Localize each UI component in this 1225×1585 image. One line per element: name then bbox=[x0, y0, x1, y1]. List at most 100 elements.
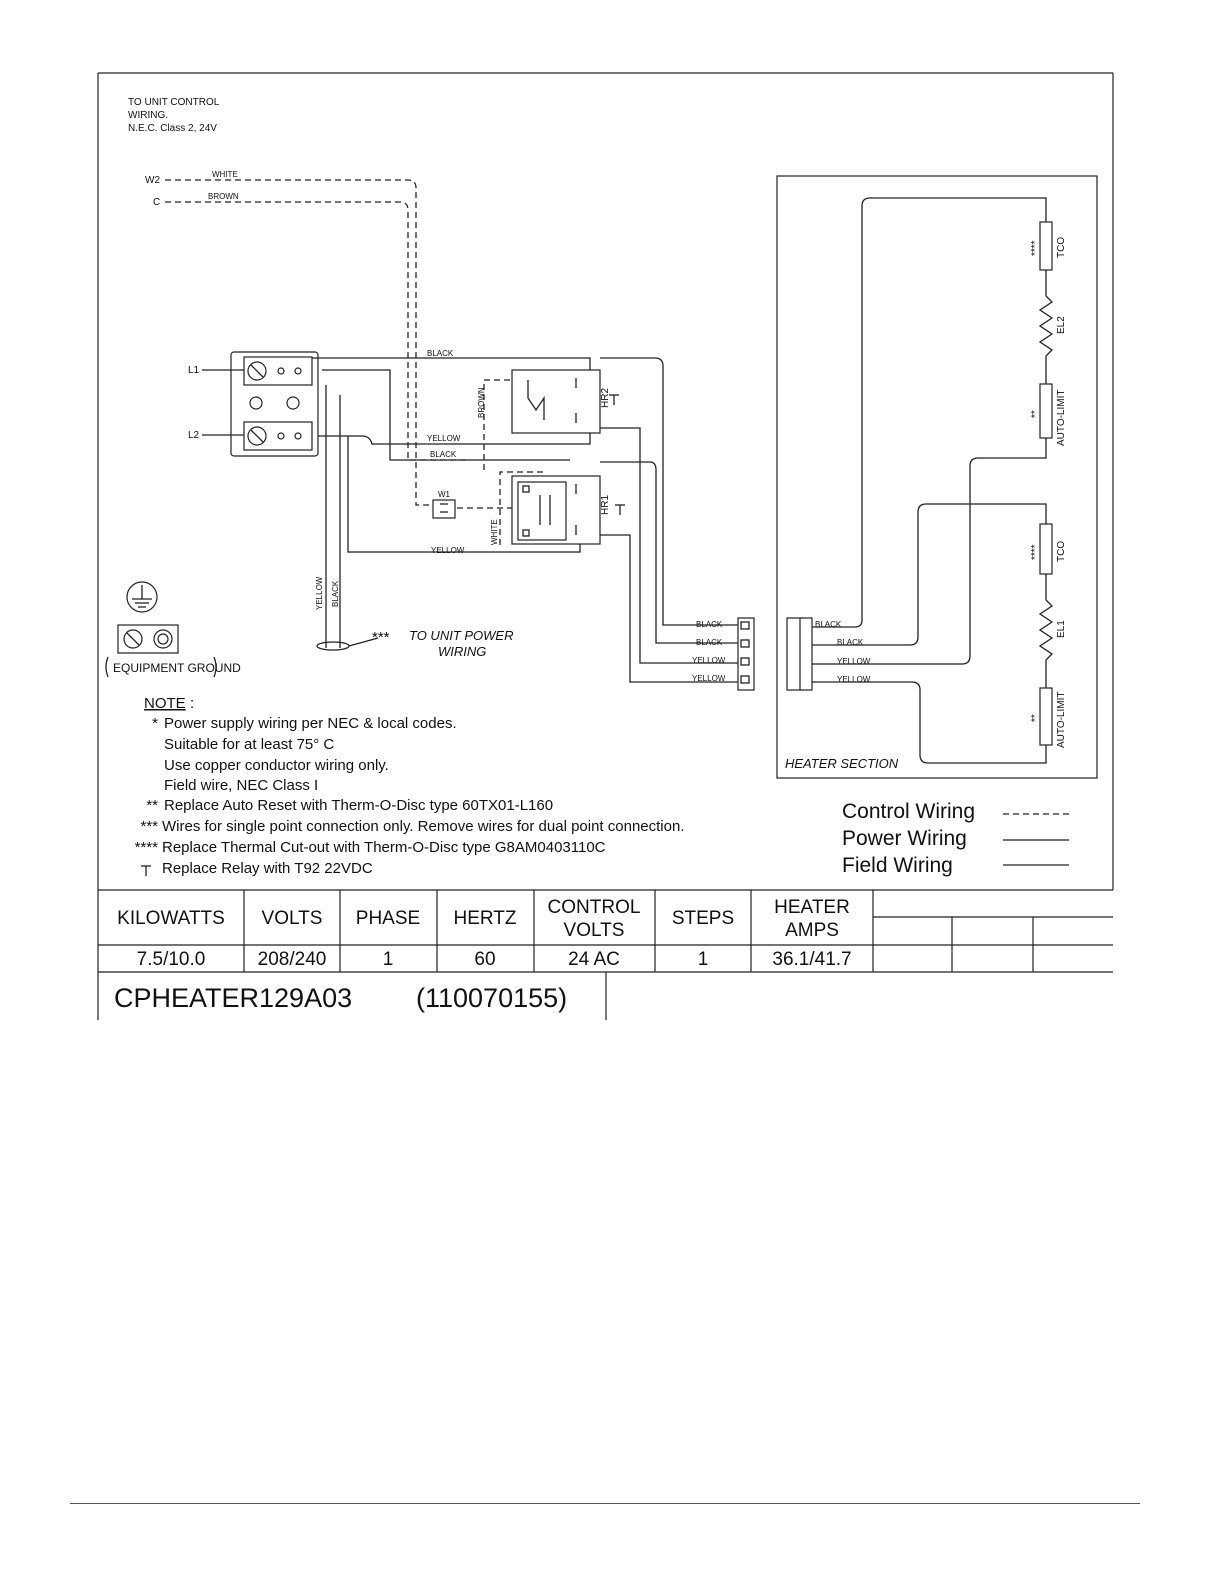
control-note-line2: WIRING. bbox=[128, 110, 168, 121]
wire-bundle-mark bbox=[316, 641, 350, 651]
terminal-l2-label: L2 bbox=[188, 430, 200, 441]
element-el2-label: EL2 bbox=[1056, 316, 1067, 334]
legend-label-field: Field Wiring bbox=[842, 854, 953, 877]
heater-wire-4 bbox=[812, 681, 1047, 764]
note-mark-6: *** bbox=[140, 818, 158, 835]
table-header-phase: PHASE bbox=[356, 908, 420, 929]
auto-limit-bottom-stars: ** bbox=[1030, 714, 1041, 722]
note-text-5: Replace Auto Reset with Therm-O-Disc typ… bbox=[164, 797, 553, 814]
relay-hr1 bbox=[511, 475, 625, 545]
plug-left-label-3: YELLOW bbox=[692, 656, 726, 665]
legend-label-control: Control Wiring bbox=[842, 800, 975, 823]
terminal-block bbox=[230, 351, 319, 457]
note-text-7: Replace Thermal Cut-out with Therm-O-Dis… bbox=[162, 839, 606, 856]
note-mark-1: * bbox=[152, 715, 158, 732]
table-cell-hertz: 60 bbox=[474, 949, 495, 970]
heater-wire-1 bbox=[812, 197, 1047, 628]
tco-bottom-stars: **** bbox=[1030, 544, 1041, 560]
tco-bottom-label: TCO bbox=[1056, 541, 1067, 562]
control-wire-brown-relay bbox=[483, 379, 510, 470]
relay-hr2 bbox=[511, 369, 619, 434]
tco-top-stars: **** bbox=[1030, 240, 1041, 256]
wire-label-black-vertical: BLACK bbox=[331, 580, 340, 607]
table-cell-kilowatts: 7.5/10.0 bbox=[137, 949, 206, 970]
table-cell-steps: 1 bbox=[698, 949, 709, 970]
power-wire-black-mid bbox=[322, 369, 570, 461]
note-text-8: Replace Relay with T92 22VDC bbox=[162, 860, 373, 877]
control-wire-white-relay bbox=[499, 471, 544, 545]
heater-section-label: HEATER SECTION bbox=[785, 756, 899, 771]
wiring-legend: Control Wiring Power Wiring Field Wiring bbox=[842, 800, 1069, 877]
terminal-w2-label: W2 bbox=[145, 175, 160, 186]
terminal-l1-label: L1 bbox=[188, 365, 200, 376]
plug-right-label-4: YELLOW bbox=[837, 675, 871, 684]
relay-hr1-label: HR1 bbox=[600, 495, 611, 515]
element-el1 bbox=[1038, 599, 1054, 688]
control-wire-white bbox=[165, 179, 430, 506]
wire-label-white: WHITE bbox=[212, 170, 238, 179]
auto-limit-top bbox=[1039, 383, 1053, 439]
control-wire-brown bbox=[165, 201, 470, 461]
plug-wire-3 bbox=[600, 427, 738, 664]
ground-lug-icon bbox=[105, 624, 217, 678]
plug-right-label-2: BLACK bbox=[837, 638, 864, 647]
control-note-line3: N.E.C. Class 2, 24V bbox=[128, 123, 217, 134]
auto-limit-bottom bbox=[1039, 687, 1053, 746]
plug-wire-2 bbox=[600, 461, 738, 644]
notes-heading-colon: : bbox=[190, 695, 194, 712]
tco-top-label: TCO bbox=[1056, 237, 1067, 258]
wire-label-yellow-vertical: YELLOW bbox=[315, 576, 324, 610]
plug-left-label-1: BLACK bbox=[696, 620, 723, 629]
terminal-c-label: C bbox=[153, 197, 160, 208]
plug-left-label-4: YELLOW bbox=[692, 674, 726, 683]
plug-wire-1 bbox=[600, 357, 738, 626]
ground-symbol-icon bbox=[126, 581, 158, 613]
tco-bottom bbox=[1039, 523, 1053, 575]
table-header-control-line1: CONTROL bbox=[548, 897, 641, 918]
wire-label-black-top: BLACK bbox=[427, 349, 454, 358]
tco-top bbox=[1039, 221, 1053, 271]
plug-right-label-1: BLACK bbox=[815, 620, 842, 629]
wire-label-yellow-top: YELLOW bbox=[427, 434, 461, 443]
auto-limit-top-stars: ** bbox=[1030, 410, 1041, 418]
note-text-4: Field wire, NEC Class I bbox=[164, 777, 318, 794]
plug-right bbox=[786, 617, 813, 691]
unit-power-leader bbox=[348, 637, 379, 647]
table-cell-phase: 1 bbox=[383, 949, 394, 970]
table-header-heater-line2: AMPS bbox=[785, 920, 839, 941]
table-header-hertz: HERTZ bbox=[454, 908, 517, 929]
relay-hr2-label: HR2 bbox=[600, 388, 611, 408]
auto-limit-top-label: AUTO-LIMIT bbox=[1056, 390, 1067, 446]
notes-heading: NOTE bbox=[144, 695, 186, 712]
control-note-line1: TO UNIT CONTROL bbox=[128, 97, 220, 108]
model-part-number: (110070155) bbox=[416, 983, 567, 1013]
wire-label-white-vertical: WHITE bbox=[490, 519, 499, 545]
unit-power-line2: WIRING bbox=[438, 644, 486, 659]
table-cell-control-volts: 24 AC bbox=[568, 949, 620, 970]
table-cell-volts: 208/240 bbox=[258, 949, 327, 970]
plug-left bbox=[737, 617, 755, 691]
heater-wire-3 bbox=[812, 438, 1047, 665]
plug-right-label-3: YELLOW bbox=[837, 657, 871, 666]
legend-label-power: Power Wiring bbox=[842, 827, 967, 850]
note-text-3: Use copper conductor wiring only. bbox=[164, 757, 389, 774]
auto-limit-bottom-label: AUTO-LIMIT bbox=[1056, 692, 1067, 748]
heater-section-box bbox=[776, 175, 1098, 779]
model-code: CPHEATER129A03 bbox=[114, 983, 352, 1013]
connector-w1-label: W1 bbox=[438, 490, 451, 499]
element-el2 bbox=[1038, 295, 1054, 384]
plug-left-label-2: BLACK bbox=[696, 638, 723, 647]
equipment-ground-label: EQUIPMENT GROUND bbox=[113, 661, 241, 675]
note-text-1: Power supply wiring per NEC & local code… bbox=[164, 715, 457, 732]
table-cell-heater-amps: 36.1/41.7 bbox=[772, 949, 851, 970]
note-mark-5: ** bbox=[146, 797, 158, 814]
element-el1-label: EL1 bbox=[1056, 620, 1067, 638]
table-header-volts: VOLTS bbox=[262, 908, 323, 929]
relay-note-icon bbox=[141, 865, 151, 876]
footer-rule bbox=[70, 1503, 1140, 1504]
notes-block: NOTE : * Power supply wiring per NEC & l… bbox=[135, 695, 685, 877]
wire-label-brown-vertical: BROWN bbox=[477, 387, 486, 418]
power-wire-yellow-top bbox=[318, 430, 591, 445]
table-header-heater-line1: HEATER bbox=[774, 897, 850, 918]
unit-power-stars: *** bbox=[372, 629, 390, 646]
